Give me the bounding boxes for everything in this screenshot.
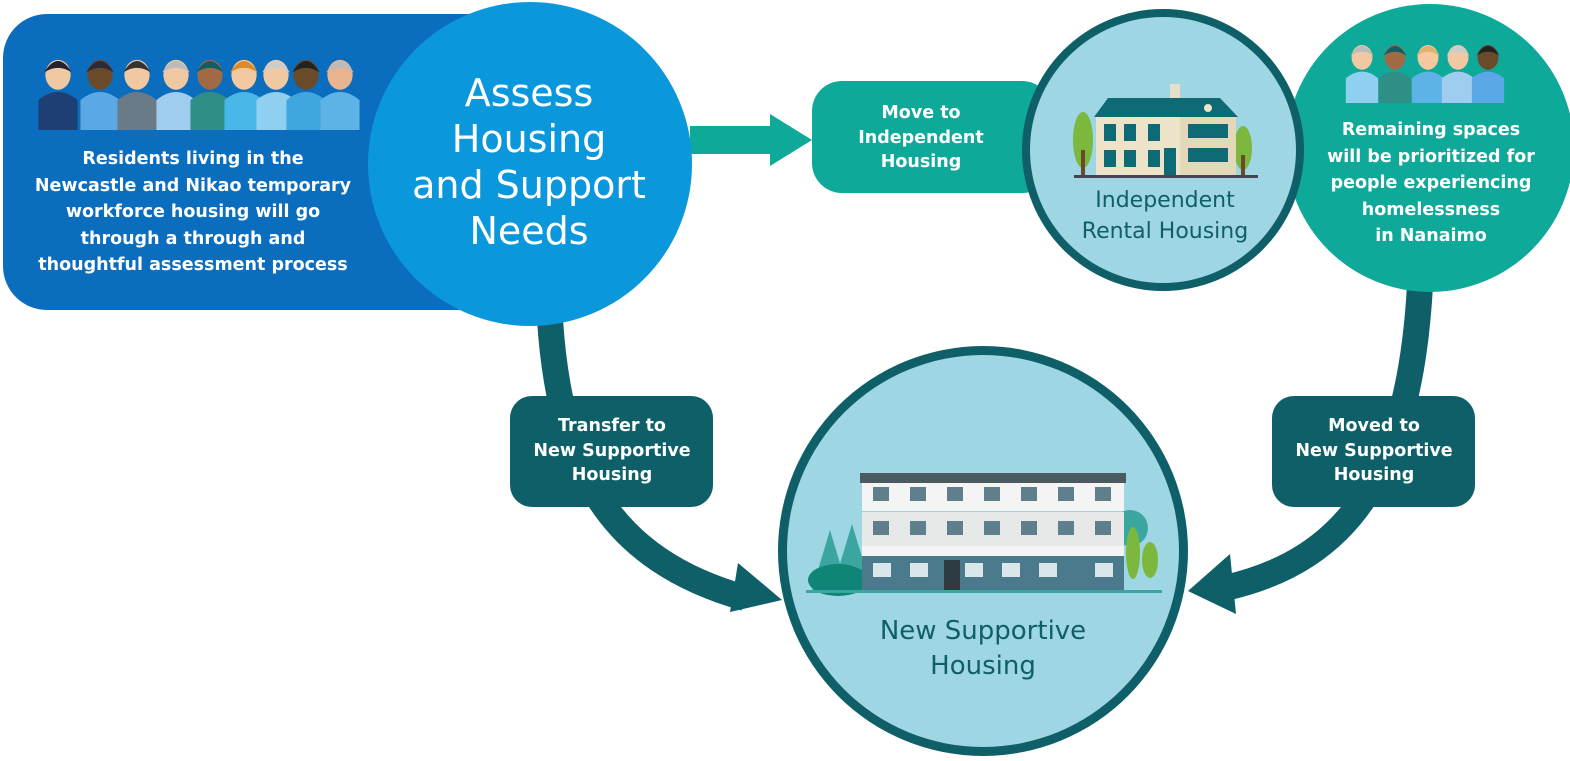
person-figure [286, 59, 326, 130]
person-figure [80, 59, 120, 130]
moved-arrowhead-icon [1188, 554, 1236, 614]
house-icon [1073, 84, 1258, 178]
move-to-independent-label: Move to Independent Housing [858, 103, 984, 172]
window [1002, 563, 1020, 577]
person-figure [190, 59, 230, 130]
person-figure [38, 59, 78, 130]
window [873, 521, 889, 535]
person-figure [320, 59, 360, 130]
person-figure [1345, 45, 1379, 103]
window [910, 563, 928, 577]
window [1058, 487, 1074, 501]
window [1039, 563, 1057, 577]
moved-label: Moved to New Supportive Housing [1295, 416, 1453, 485]
person-figure [1441, 45, 1475, 103]
window [984, 487, 1000, 501]
right-arrow-icon [690, 114, 812, 166]
transfer-arrowhead-icon [730, 563, 782, 612]
window [873, 487, 889, 501]
window [965, 563, 983, 577]
new-supportive-housing-label: New Supportive Housing [879, 616, 1087, 681]
apartment-building-icon [806, 473, 1162, 596]
window [910, 487, 926, 501]
window [1095, 487, 1111, 501]
window [984, 521, 1000, 535]
window [947, 521, 963, 535]
window [947, 487, 963, 501]
person-figure [156, 59, 196, 130]
window [1021, 521, 1037, 535]
window [1058, 521, 1074, 535]
people-group-icon [38, 59, 360, 130]
window [1021, 487, 1037, 501]
window [1095, 563, 1113, 577]
person-figure [117, 59, 157, 130]
move-box [812, 81, 1052, 193]
people-group-icon [1345, 45, 1505, 103]
person-figure [1378, 45, 1412, 103]
person-figure [256, 59, 296, 130]
person-figure [1471, 45, 1505, 103]
window [873, 563, 891, 577]
residents-description: Residents living in the Newcastle and Ni… [34, 149, 352, 275]
assess-circle [368, 2, 692, 326]
transfer-box [510, 396, 713, 507]
transfer-label: Transfer to New Supportive Housing [533, 416, 691, 485]
remaining-spaces-description: Remaining spaces will be prioritized for… [1327, 120, 1535, 246]
window [910, 521, 926, 535]
assess-needs-title: Assess Housing and Support Needs [412, 71, 646, 253]
independent-rental-label: Independent Rental Housing [1081, 188, 1249, 244]
person-figure [224, 59, 264, 130]
person-figure [1411, 45, 1445, 103]
moved-box [1272, 396, 1475, 507]
window [1095, 521, 1111, 535]
